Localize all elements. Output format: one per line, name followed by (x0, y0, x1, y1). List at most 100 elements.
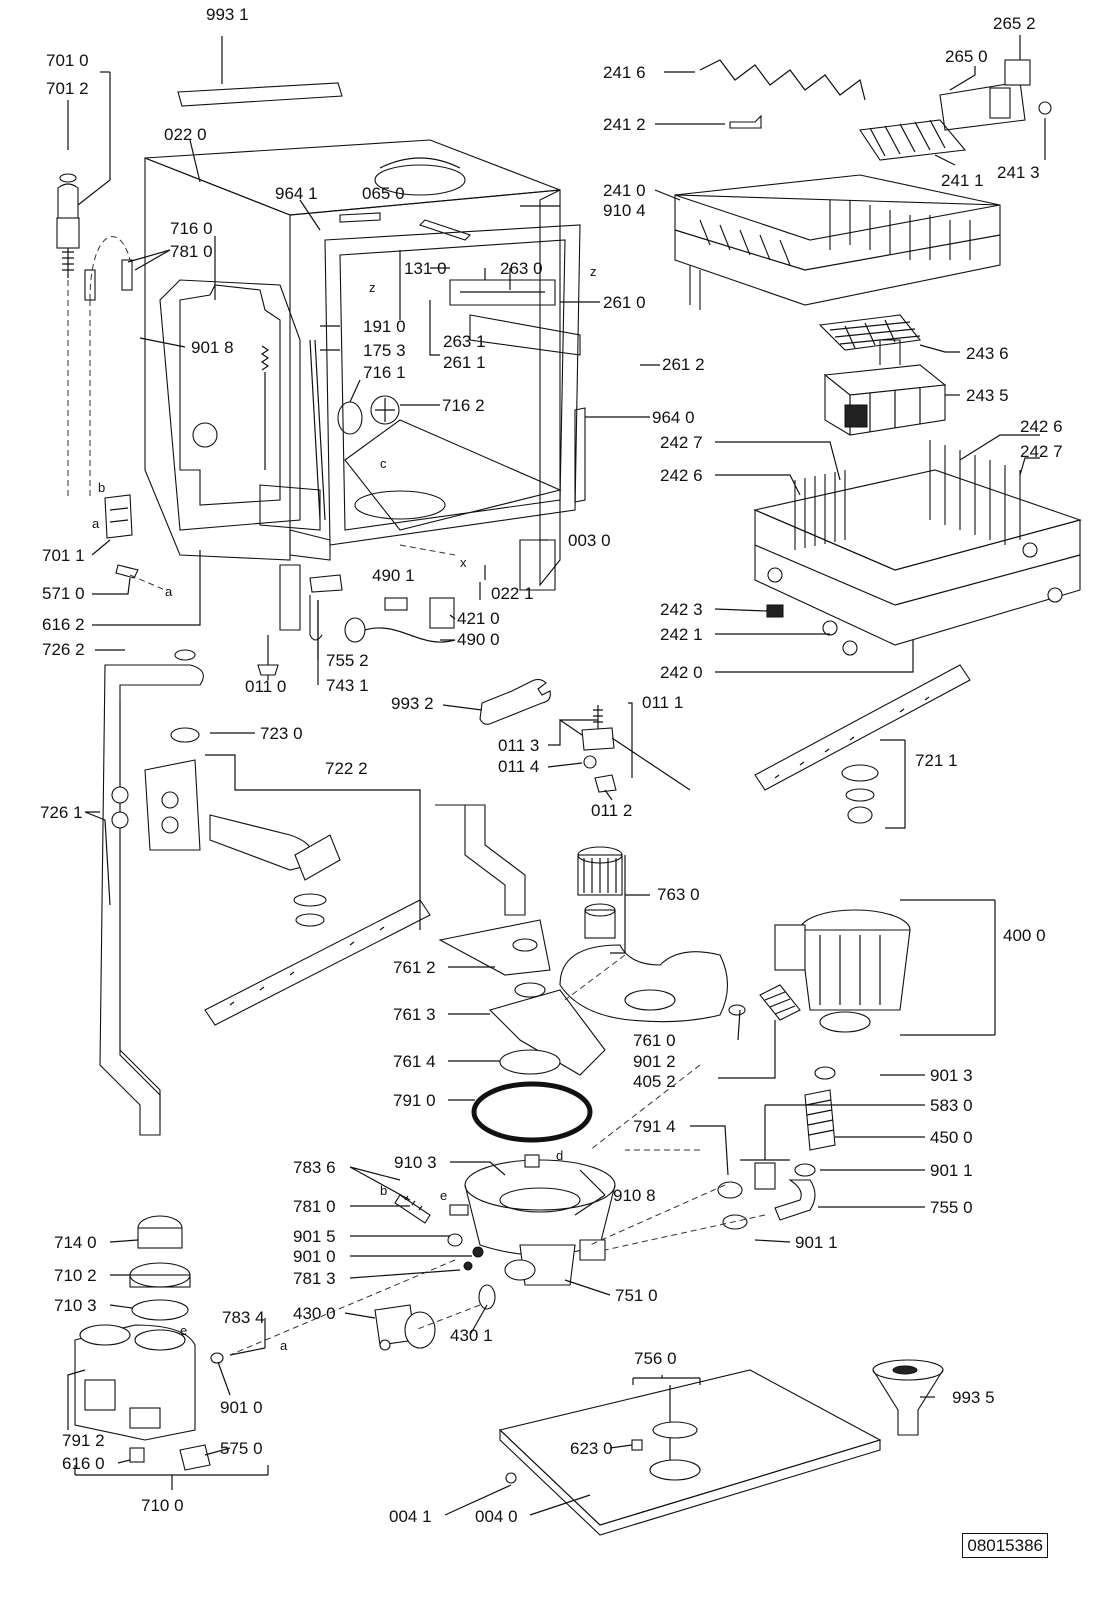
part-label: 490 1 (372, 566, 415, 585)
part-label: 004 0 (475, 1507, 518, 1526)
part-label: 710 2 (54, 1266, 97, 1285)
part-label: 616 2 (42, 615, 85, 634)
part-label: 430 0 (293, 1304, 336, 1323)
svg-text:z: z (369, 280, 376, 295)
part-label: 421 0 (457, 609, 500, 628)
part-label: 901 1 (795, 1233, 838, 1252)
part-label: 701 0 (46, 51, 89, 70)
part-label: 761 0 (633, 1031, 676, 1050)
part-label: 583 0 (930, 1096, 973, 1115)
circulation-pump-drawing (728, 899, 996, 1036)
part-label: 242 3 (660, 600, 703, 619)
svg-text:a: a (92, 516, 100, 531)
part-label: 571 0 (42, 584, 85, 603)
part-label: 265 2 (993, 14, 1036, 33)
part-label: 710 0 (141, 1496, 184, 1515)
part-label: 011 4 (498, 757, 540, 776)
part-label: 993 2 (391, 694, 434, 713)
part-label: 242 7 (660, 433, 703, 452)
part-label: 241 1 (941, 171, 984, 190)
salt-container-drawing (74, 1215, 269, 1490)
part-label: 901 0 (220, 1398, 263, 1417)
adjustable-foot-drawing (581, 705, 691, 793)
tub-frame-drawing (144, 139, 586, 631)
svg-text:x: x (460, 555, 467, 570)
part-label: 265 0 (945, 47, 988, 66)
lower-basket-drawing (753, 440, 1082, 656)
base-plate-drawing (498, 1359, 944, 1536)
svg-text:d: d (556, 1148, 563, 1163)
svg-text:e: e (440, 1188, 447, 1203)
part-label: 761 3 (393, 1005, 436, 1024)
svg-text:z: z (590, 264, 597, 279)
part-label: 022 0 (164, 125, 207, 144)
part-label: 261 1 (443, 353, 486, 372)
part-label: 261 0 (603, 293, 646, 312)
svg-text:b: b (98, 480, 105, 495)
part-label: 781 0 (170, 242, 213, 261)
part-label: 242 7 (1020, 442, 1063, 461)
part-label: 242 6 (1020, 417, 1063, 436)
water-duct-drawing (99, 649, 204, 1136)
sump-housing-drawing (374, 1154, 616, 1351)
part-label: 243 6 (966, 344, 1009, 363)
part-label: 993 1 (206, 5, 249, 24)
part-label: 241 2 (603, 115, 646, 134)
part-label: 726 2 (42, 640, 85, 659)
part-label: 623 0 (570, 1439, 613, 1458)
part-label: 714 0 (54, 1233, 97, 1252)
part-label: 723 0 (260, 724, 303, 743)
part-label: 261 2 (662, 355, 705, 374)
part-label: 131 0 (404, 259, 447, 278)
part-label: 263 0 (500, 259, 543, 278)
part-label: 756 0 (634, 1349, 677, 1368)
hoses-drawing (717, 1066, 836, 1230)
part-label: 175 3 (363, 341, 406, 360)
reference-letters: b a a c x z z d e b e a (92, 264, 597, 1353)
gasket-ring-drawing (471, 1081, 593, 1143)
part-label: 761 2 (393, 958, 436, 977)
cutlery-basket-drawing (818, 314, 947, 436)
part-label: 901 0 (293, 1247, 336, 1266)
part-label: 575 0 (220, 1439, 263, 1458)
part-label: 726 1 (40, 803, 83, 822)
part-label: 964 1 (275, 184, 318, 203)
part-label: 791 4 (633, 1117, 676, 1136)
part-label: 783 4 (222, 1308, 265, 1327)
part-label: 191 0 (363, 317, 406, 336)
part-label: 716 2 (442, 396, 485, 415)
document-number: 08015386 (962, 1533, 1048, 1558)
part-label: 743 1 (326, 676, 369, 695)
part-label: 004 1 (389, 1507, 432, 1526)
part-label: 065 0 (362, 184, 405, 203)
part-label: 710 3 (54, 1296, 97, 1315)
part-label: 763 0 (657, 885, 700, 904)
part-label: 901 1 (930, 1161, 973, 1180)
part-label: 011 2 (591, 801, 633, 820)
part-label: 755 2 (326, 651, 369, 670)
part-label: 263 1 (443, 332, 486, 351)
part-label: 701 1 (42, 546, 85, 565)
part-label: 755 0 (930, 1198, 973, 1217)
part-label: 716 1 (363, 363, 406, 382)
part-label: 011 3 (498, 736, 540, 755)
wrench-drawing (479, 678, 551, 725)
upper-basket-drawing (674, 59, 1052, 310)
assembly-dashed-lines (129, 544, 766, 1356)
part-label: 490 0 (457, 630, 500, 649)
mounting-strip-drawing (177, 36, 343, 107)
part-label: 242 0 (660, 663, 703, 682)
part-label: 964 0 (652, 408, 695, 427)
part-label: 242 6 (660, 466, 703, 485)
upper-spray-arm-drawing (754, 664, 971, 824)
part-label: 901 5 (293, 1227, 336, 1246)
svg-text:b: b (380, 1183, 387, 1198)
part-label: 783 6 (293, 1158, 336, 1177)
part-label: 901 2 (633, 1052, 676, 1071)
part-label: 791 0 (393, 1091, 436, 1110)
part-label: 003 0 (568, 531, 611, 550)
svg-text:e: e (180, 1323, 187, 1338)
sump-duct-filter-drawing (435, 804, 728, 1076)
wiring-drawing (257, 574, 456, 676)
